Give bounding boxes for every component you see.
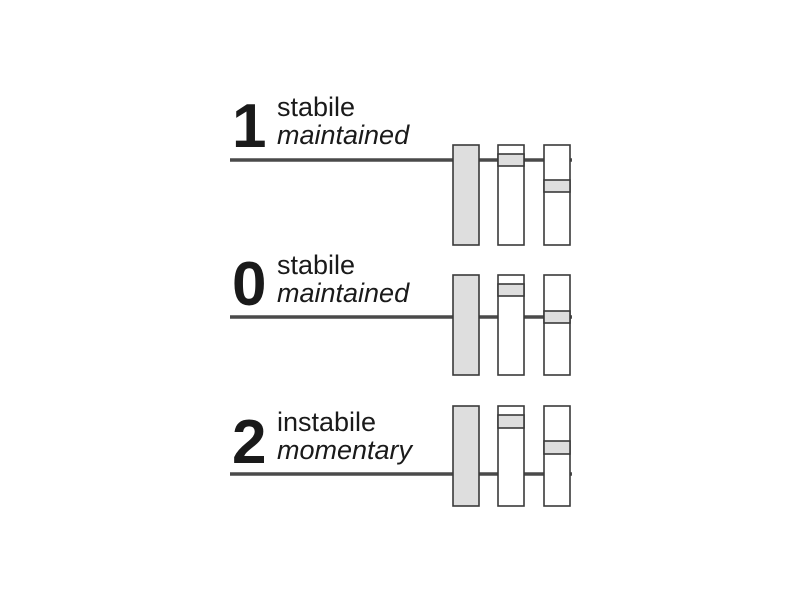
mode-label: maintained — [277, 120, 410, 150]
contact-column-1 — [452, 144, 480, 246]
state-label: instabile — [277, 407, 376, 437]
position-row-1: 1 stabile maintained — [230, 92, 572, 246]
contact-column-1 — [452, 405, 480, 507]
contact-column-2 — [497, 144, 525, 246]
contact-column-3 — [543, 274, 571, 376]
contact-column-2 — [497, 274, 525, 376]
contact-column-3 — [543, 144, 571, 246]
position-row-0: 0 stabile maintained — [230, 250, 572, 376]
mode-label: momentary — [277, 435, 414, 465]
contact-column-2 — [497, 405, 525, 507]
contact-column-1 — [452, 274, 480, 376]
mode-label: maintained — [277, 278, 410, 308]
contact-column-3 — [543, 405, 571, 507]
state-label: stabile — [277, 92, 355, 122]
position-number: 2 — [232, 408, 266, 477]
position-number: 0 — [232, 250, 266, 319]
position-number: 1 — [232, 92, 266, 161]
state-label: stabile — [277, 250, 355, 280]
position-row-2: 2 instabile momentary — [230, 405, 572, 507]
